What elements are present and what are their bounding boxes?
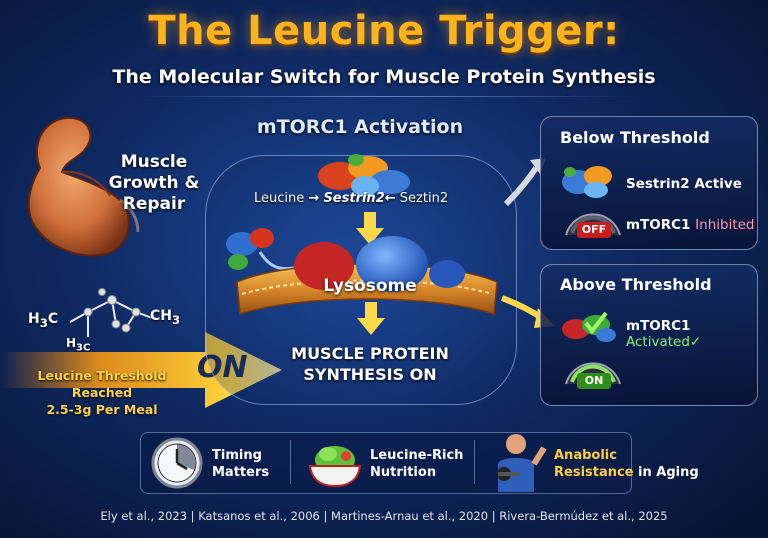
flexed-arm-icon xyxy=(27,116,140,257)
bottom-divider-1 xyxy=(290,440,291,484)
bottom-feature-bar xyxy=(140,432,632,494)
bottom-divider-2 xyxy=(474,440,475,484)
down-arrow-icon-2 xyxy=(357,302,385,335)
off-badge: OFF xyxy=(577,222,611,238)
lysosome-label: Lysosome xyxy=(323,276,417,296)
mtorc1-activated-text: mTORC1 Activated✓ xyxy=(626,318,702,350)
mtorc1-active-complex-icon xyxy=(562,311,616,342)
down-arrow-icon xyxy=(356,212,384,245)
salad-bowl-icon xyxy=(308,446,362,488)
muscle-protein-synthesis-label: MUSCLE PROTEIN SYNTHESIS ON xyxy=(291,344,449,384)
anabolic-resistance-text: Anabolic Resistance in Aging xyxy=(554,448,699,480)
lysosome-icon xyxy=(236,236,498,316)
older-man-lifting-icon xyxy=(497,434,547,492)
mtorc1-inhibited-text: mTORC1 Inhibited xyxy=(626,217,755,233)
mtorc1-activation-heading: mTORC1 Activation xyxy=(256,116,464,138)
timing-matters-text: Timing Matters xyxy=(212,448,270,480)
leucine-threshold-text: Leucine Threshold Reached 2.5-3g Per Mea… xyxy=(37,368,167,417)
below-threshold-title: Below Threshold xyxy=(560,128,710,147)
h3c-label: H3C xyxy=(28,311,59,330)
sestrin2-complex-icon xyxy=(562,166,612,198)
protein-complex-icon xyxy=(318,154,410,196)
above-threshold-title: Above Threshold xyxy=(560,275,712,294)
sestrin2-active-text: Sestrin2 Active xyxy=(626,176,742,192)
leucine-label: Leucine → Sestrin2← Seztin2 xyxy=(254,191,449,206)
muscle-growth-label: Muscle Growth & Repair xyxy=(108,152,200,214)
leucine-rich-nutrition-text: Leucine-Rich Nutrition xyxy=(370,448,464,480)
on-badge: ON xyxy=(577,373,611,389)
page-subtitle: The Molecular Switch for Muscle Protein … xyxy=(112,66,656,88)
check-icon: ✓ xyxy=(689,334,702,350)
leucine-molecule-icon xyxy=(69,288,153,337)
title-divider xyxy=(130,96,638,97)
clock-icon xyxy=(151,437,203,489)
page-title: The Leucine Trigger: xyxy=(148,8,620,54)
protein-molecule-icon xyxy=(226,228,295,271)
ch3-label: CH3 xyxy=(150,308,181,327)
citations-footer: Ely et al., 2023 | Katsanos et al., 2006… xyxy=(100,509,668,523)
h3c-bottom-label: H3C xyxy=(66,336,91,354)
